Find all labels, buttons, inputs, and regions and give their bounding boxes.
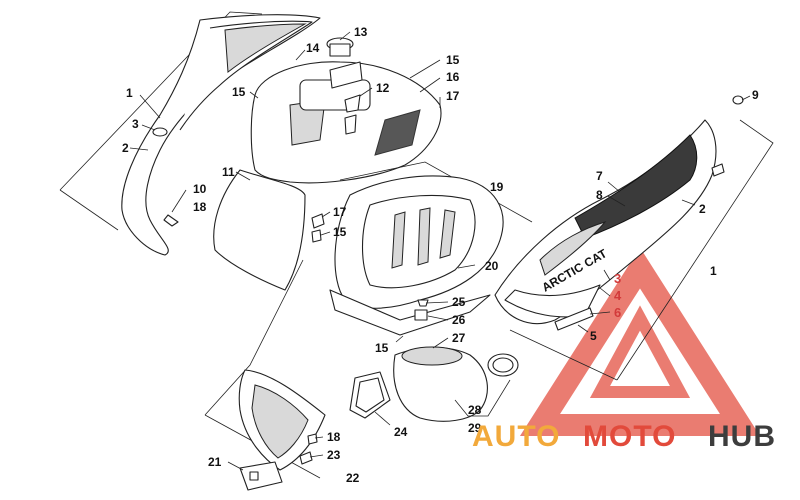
left-panel-pin [163,214,179,227]
air-box-rib-3 [439,209,456,259]
hood-clip-12 [344,94,361,113]
left-panel-clip [152,127,168,137]
callout-4: 4 [614,288,622,303]
callout-5: 5 [590,329,597,343]
callout-1-right: 1 [710,264,717,278]
hood-cap-body [329,43,351,57]
callout-15-c: 15 [333,225,347,239]
callout-11: 11 [222,165,235,179]
fastener-group-left [311,211,331,243]
callout-16: 16 [446,70,460,84]
callout-17-a: 17 [446,89,460,103]
callout-15-b: 15 [446,53,460,67]
callout-2-left: 2 [122,141,129,155]
callout-3-left: 3 [132,117,139,131]
hood-clip-15 [344,114,357,135]
air-box-tray [329,289,491,336]
right-side-panel-group: ARCTIC CAT [494,95,774,381]
callout-15-d: 15 [375,341,389,355]
callout-15-a: 15 [232,85,246,99]
watermark-auto: AUTO [472,420,560,453]
callout-19: 19 [490,180,504,194]
callout-29: 29 [468,421,482,435]
watermark-moto: MOTO [583,420,676,453]
watermark-triangle-outer [519,247,761,436]
left-side-trim [179,20,313,131]
watermark-text: AUTO MOTO HUB [472,420,776,453]
left-side-stripe [224,23,307,73]
callout-14: 14 [306,41,320,55]
callout-18-a: 18 [193,200,207,214]
right-panel-screw-9 [732,95,744,105]
watermark-logo [519,247,761,436]
nose-group [204,259,326,491]
nose-bumper-bolt [249,471,259,481]
callout-3-right: 3 [614,271,621,286]
callout-27: 27 [452,331,466,345]
intake-clamp-inner [492,357,514,373]
callout-26: 26 [452,313,466,327]
callout-23: 23 [327,448,341,462]
hood-group [213,31,442,291]
intake-gasket-inner [355,377,385,413]
intake-group [349,299,519,426]
right-panel-clip [711,163,725,177]
callout-2-right: 2 [699,202,706,216]
nose-fastener-23 [299,451,313,465]
air-box-group [329,161,533,336]
callout-10: 10 [193,182,207,196]
callout-20: 20 [485,259,499,273]
left-side-panel-group [59,11,321,256]
callout-8: 8 [596,188,603,202]
nose-fastener-18 [307,433,318,445]
watermark-triangle-inner [589,305,691,398]
right-panel-lower [504,284,601,318]
callout-22: 22 [346,471,360,485]
intake-fitting-26 [414,309,428,321]
callout-12: 12 [376,81,390,95]
callout-1-left: 1 [126,86,133,100]
watermark-hub: HUB [708,420,776,453]
nose-pan-inner [251,384,309,459]
fastener-15 [311,229,322,243]
air-box-rib-1 [391,211,406,269]
callout-9: 9 [752,88,759,102]
callout-28: 28 [468,403,482,417]
intake-fitting-25 [417,299,429,307]
nose-bumper-21 [239,461,283,491]
hood-lower [213,169,306,291]
right-panel-badge [554,307,594,331]
callout-18-b: 18 [327,430,341,444]
callout-24: 24 [394,425,408,439]
callout-25: 25 [452,295,466,309]
callout-6: 6 [614,305,621,320]
fastener-17 [311,213,325,229]
callout-21: 21 [208,455,222,469]
right-panel-graphic-dark [574,134,698,239]
right-panel-graphic-light [539,221,607,276]
intake-duct-mouth [401,346,463,366]
callout-13: 13 [354,25,368,39]
callout-labels: 1 3 2 10 18 11 13 14 15 12 15 16 17 19 1… [122,25,759,485]
hood-vent-right [374,109,421,156]
hood-bracket [329,61,363,89]
air-box-rib-2 [417,207,431,266]
callout-17-b: 17 [333,205,347,219]
callout-7: 7 [596,169,603,183]
